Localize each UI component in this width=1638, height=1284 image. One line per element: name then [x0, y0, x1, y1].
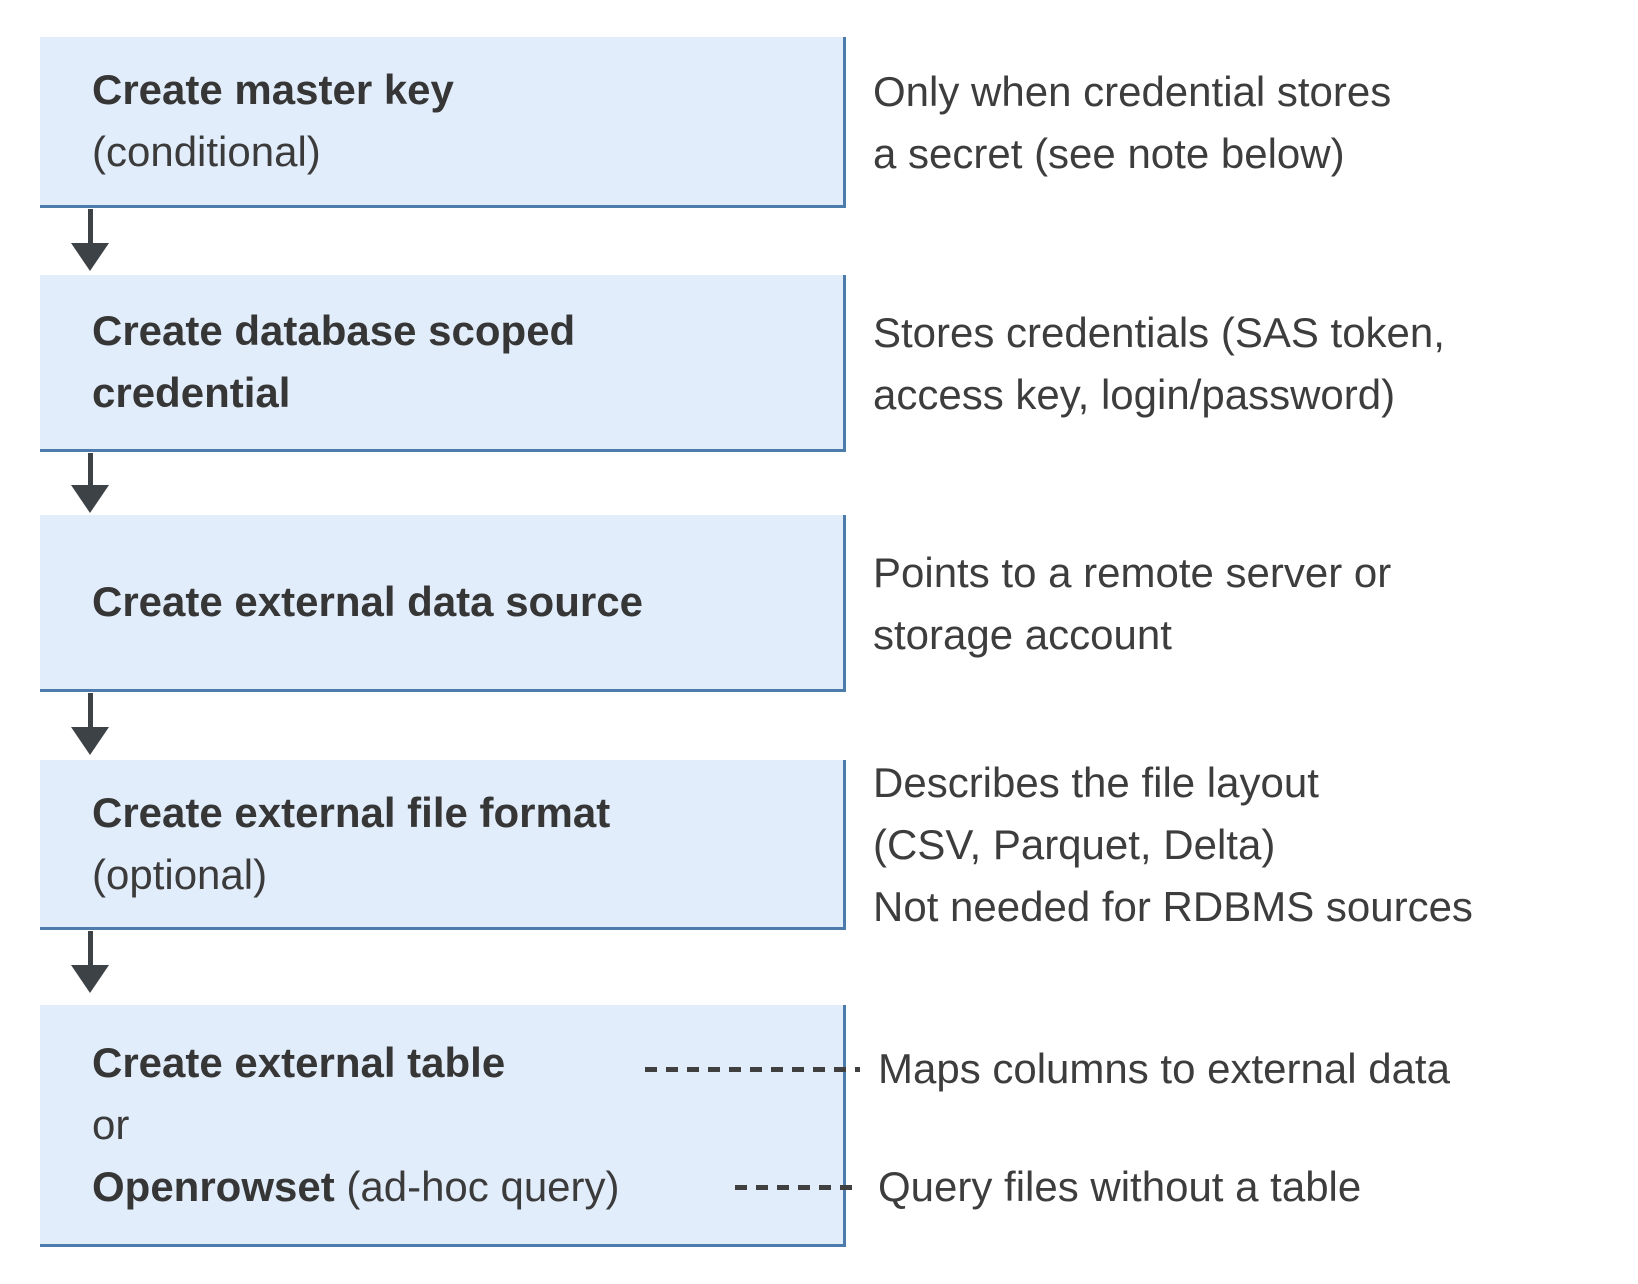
dashed-connector-openrowset	[735, 1185, 860, 1190]
arrow-stem	[87, 931, 93, 965]
side-note-data-source: Points to a remote server or storage acc…	[873, 548, 1392, 658]
flow-box-external-data-source: Create external data source	[40, 515, 846, 692]
box-alt-note: (ad-hoc query)	[334, 1162, 620, 1210]
flow-arrow-3	[71, 693, 109, 755]
box-title: Create external table	[92, 1038, 506, 1086]
arrow-down-icon	[71, 727, 109, 755]
flow-arrow-1	[71, 209, 109, 271]
box-title: Create database scoped credential	[92, 307, 576, 416]
side-note-credential: Stores credentials (SAS token, access ke…	[873, 308, 1445, 418]
side-note-master-key: Only when credential stores a secret (se…	[873, 67, 1392, 177]
arrow-down-icon	[71, 965, 109, 993]
flow-box-master-key: Create master key (conditional)	[40, 37, 846, 208]
box-or-label: or	[92, 1100, 130, 1148]
side-note-external-table: Maps columns to external data	[878, 1045, 1450, 1092]
side-note-openrowset: Query files without a table	[878, 1163, 1362, 1210]
box-note: (optional)	[92, 850, 268, 898]
arrow-stem	[87, 693, 93, 727]
side-note-file-format: Describes the file layout (CSV, Parquet,…	[873, 759, 1473, 930]
box-title: Create external file format	[92, 788, 611, 836]
box-alt-title-line: Openrowset (ad-hoc query)	[92, 1156, 843, 1218]
flow-box-database-scoped-credential: Create database scoped credential	[40, 275, 846, 452]
flow-arrow-4	[71, 931, 109, 993]
arrow-stem	[87, 453, 93, 485]
box-title: Create external data source	[92, 578, 643, 625]
arrow-down-icon	[71, 243, 109, 271]
arrow-stem	[87, 209, 93, 243]
box-note: (conditional)	[92, 128, 321, 175]
arrow-down-icon	[71, 485, 109, 513]
dashed-connector-external-table	[645, 1067, 860, 1072]
flow-box-external-file-format: Create external file format (optional)	[40, 760, 846, 930]
box-title: Create master key	[92, 66, 454, 113]
flow-box-external-table-or-openrowset: Create external table or Openrowset (ad-…	[40, 1005, 846, 1247]
flow-arrow-2	[71, 453, 109, 513]
box-alt-title: Openrowset	[92, 1162, 335, 1210]
